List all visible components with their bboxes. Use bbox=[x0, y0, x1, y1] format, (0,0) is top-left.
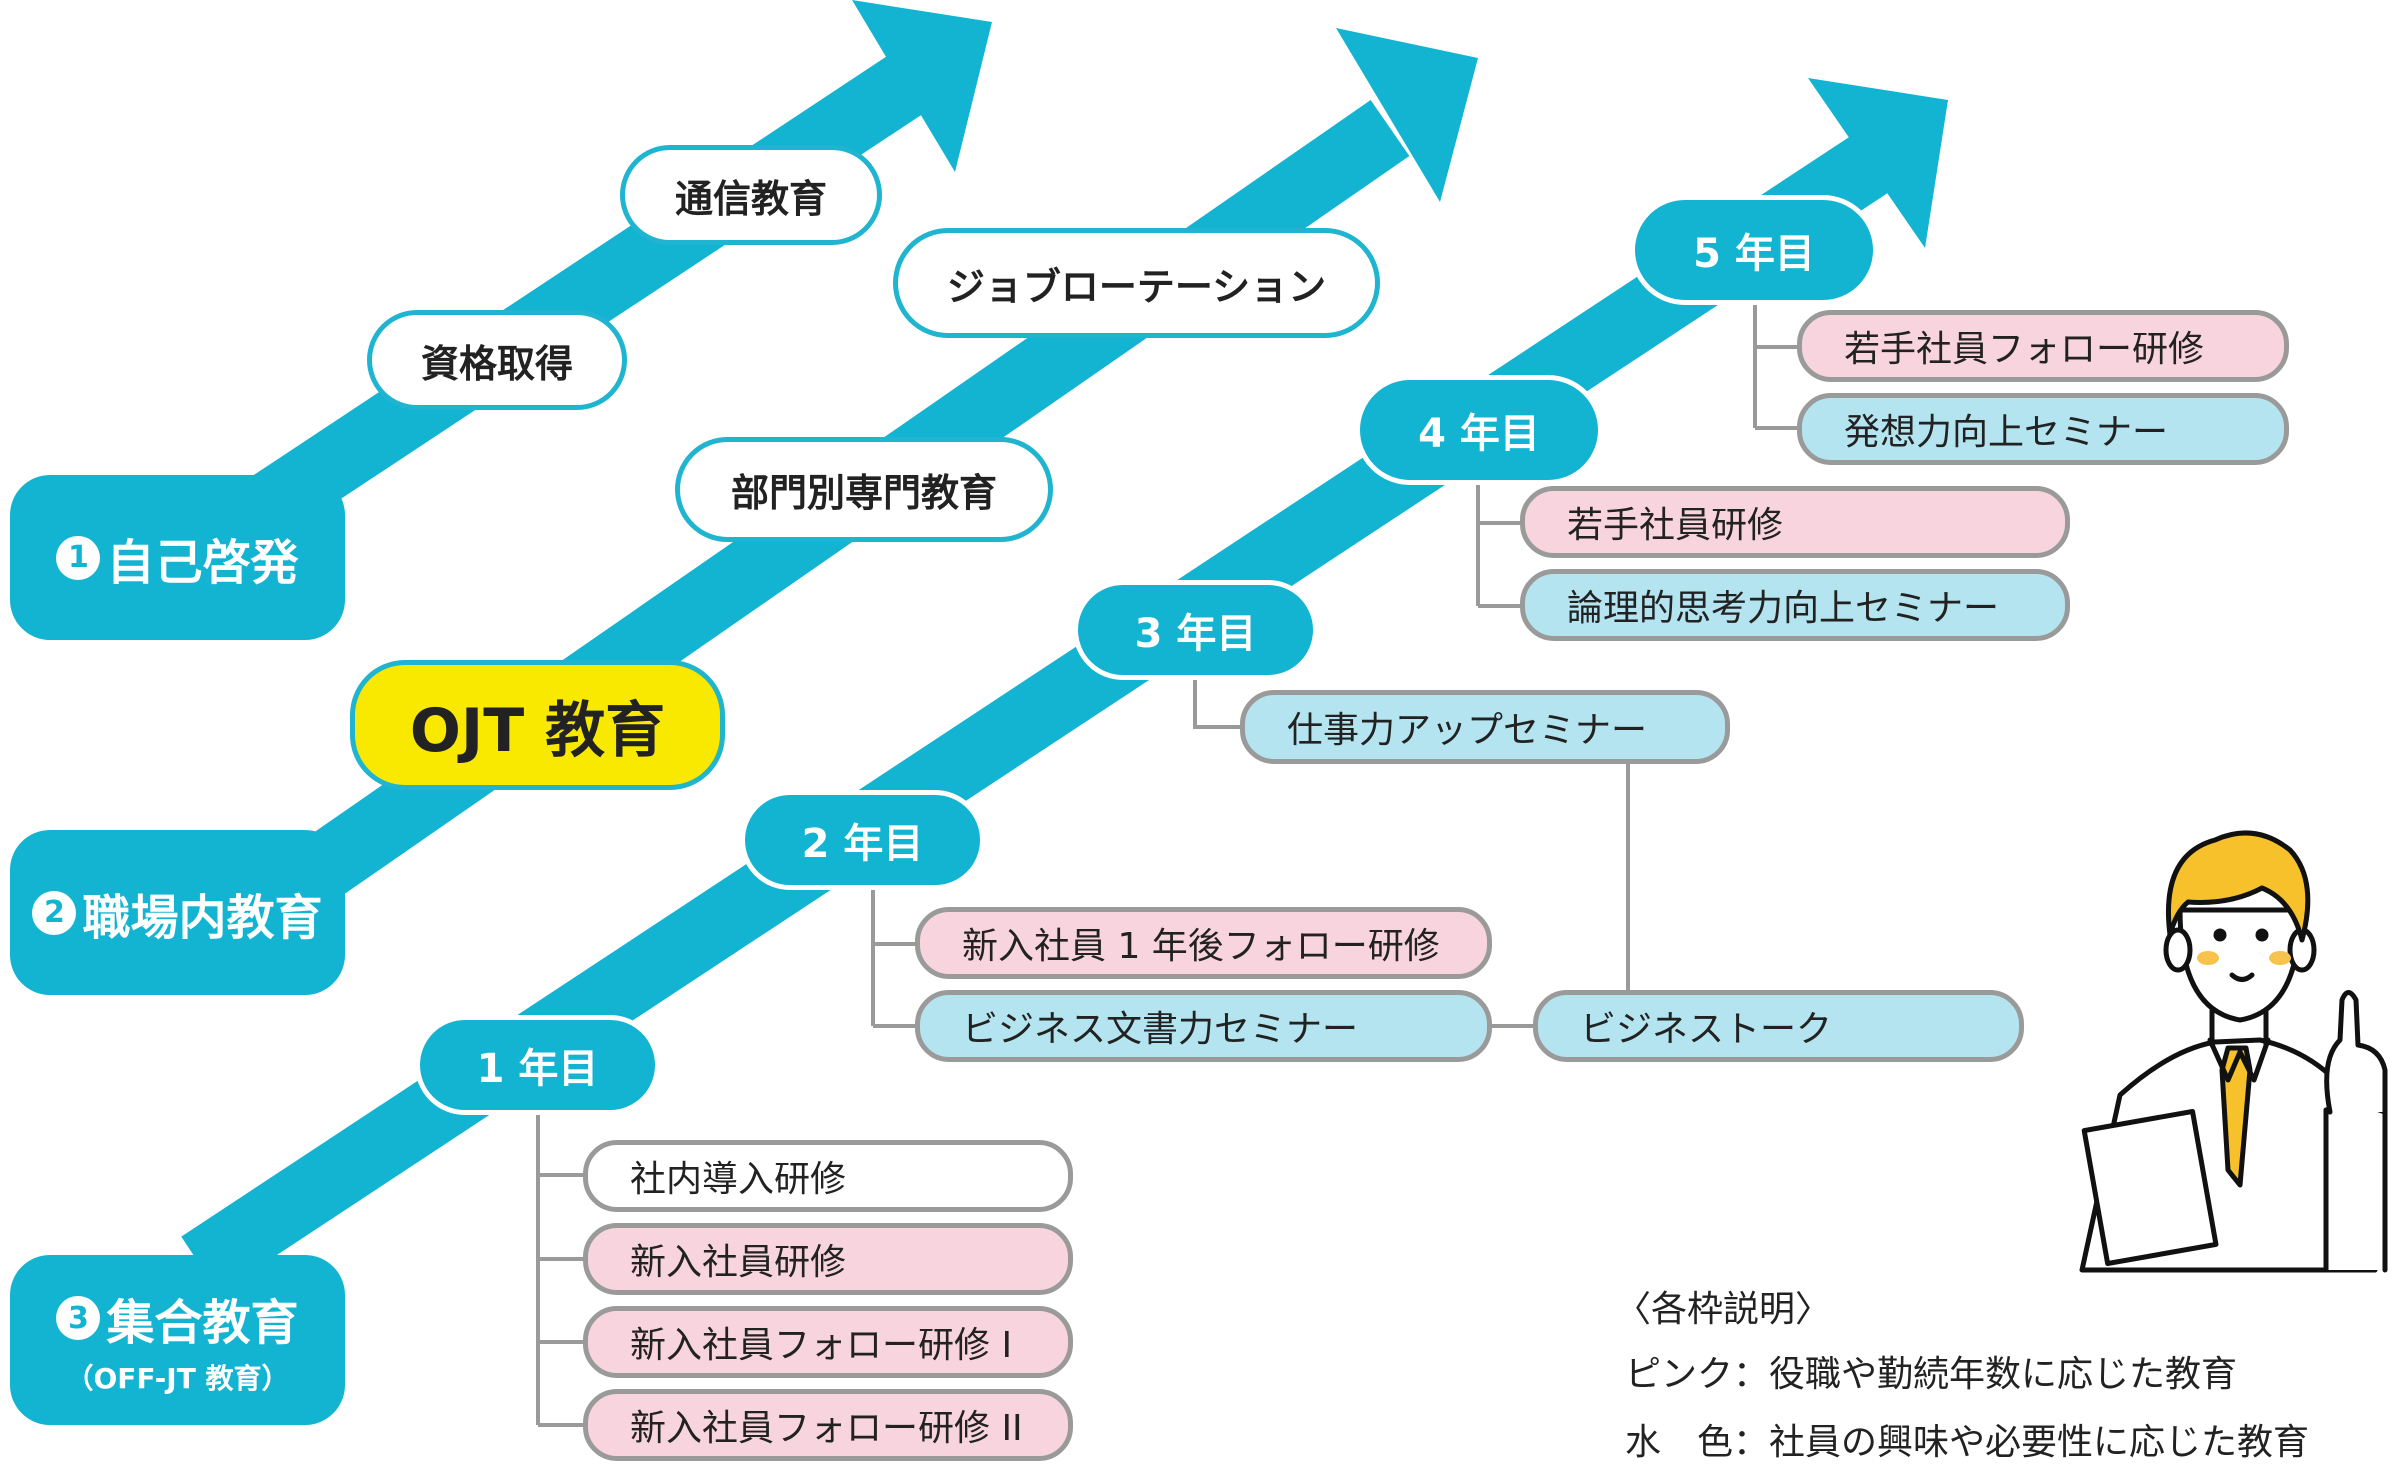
course-business-writing: ビジネス文書力セミナー bbox=[915, 990, 1492, 1062]
category-label: 職場内教育 bbox=[82, 889, 323, 946]
item-certification: 資格取得 bbox=[367, 310, 627, 410]
item-correspondence-education: 通信教育 bbox=[620, 145, 882, 245]
course-new-employee: 新入社員研修 bbox=[583, 1223, 1073, 1295]
businessman-illustration bbox=[2079, 830, 2388, 1273]
arrow-self-development bbox=[251, 0, 992, 534]
item-job-rotation: ジョブローテーション bbox=[893, 228, 1380, 338]
course-follow-up-1: 新入社員フォロー研修 I bbox=[583, 1306, 1073, 1378]
course-one-year-follow-up: 新入社員 1 年後フォロー研修 bbox=[915, 907, 1492, 979]
category-number-3: 3 bbox=[56, 1296, 101, 1340]
course-work-skill-up: 仕事力アップセミナー bbox=[1240, 690, 1730, 764]
connector-lines bbox=[536, 302, 1800, 1427]
category-label: 自己啓発 bbox=[106, 534, 299, 591]
year-1-label: 1 年目 bbox=[415, 1015, 660, 1115]
course-orientation: 社内導入研修 bbox=[583, 1140, 1073, 1212]
year-5-label: 5 年目 bbox=[1630, 195, 1878, 305]
year-2-label: 2 年目 bbox=[740, 790, 985, 890]
course-idea-generation: 発想力向上セミナー bbox=[1797, 393, 2289, 465]
course-follow-up-2: 新入社員フォロー研修 II bbox=[583, 1389, 1073, 1461]
ojt-label: OJT 教育 bbox=[350, 660, 725, 790]
category-label: 集合教育 bbox=[106, 1295, 299, 1351]
item-department-training: 部門別専門教育 bbox=[675, 437, 1053, 542]
legend-blue: 水 色：社員の興味や必要性に応じた教育 bbox=[1625, 1422, 2310, 1463]
year-3-label: 3 年目 bbox=[1073, 580, 1318, 680]
category-number-1: 1 bbox=[56, 535, 101, 580]
year-4-label: 4 年目 bbox=[1355, 375, 1603, 485]
legend-pink: ピンク：役職や勤続年数に応じた教育 bbox=[1625, 1354, 2238, 1395]
course-young-follow-up: 若手社員フォロー研修 bbox=[1797, 310, 2289, 382]
course-business-talk: ビジネストーク bbox=[1533, 990, 2024, 1062]
category-number-2: 2 bbox=[32, 890, 77, 935]
category-sublabel: （OFF-JT 教育） bbox=[65, 1362, 290, 1395]
course-logical-thinking: 論理的思考力向上セミナー bbox=[1520, 569, 2070, 641]
legend-title: 〈各枠説明〉 bbox=[1615, 1289, 1832, 1330]
course-young-employee: 若手社員研修 bbox=[1520, 486, 2070, 558]
